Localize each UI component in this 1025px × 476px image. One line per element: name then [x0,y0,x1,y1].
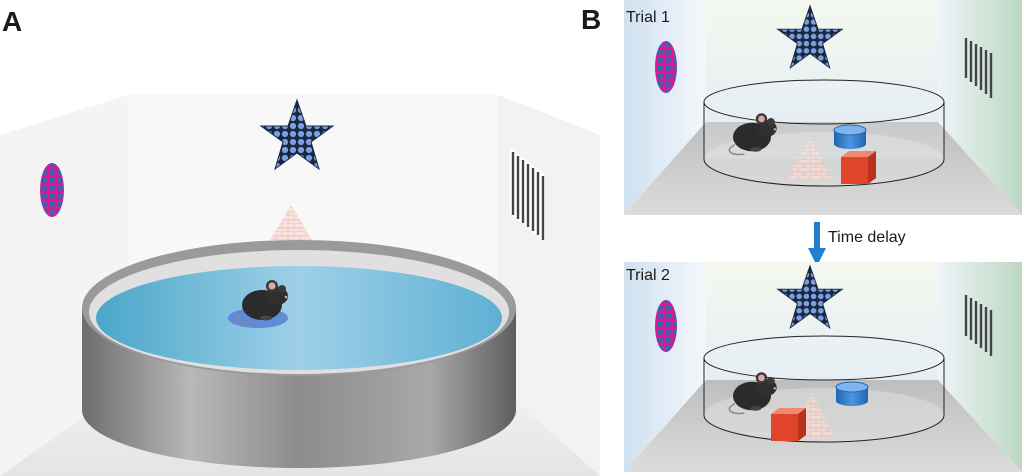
time-delay-label: Time delay [828,229,906,246]
panel-b-trial-1: B Trial 1 [581,0,1022,215]
trial-2-arena-rim [703,335,945,381]
trial-1-magenta-cue-icon [655,41,677,93]
trial-1-arena-rim [703,79,945,125]
trial-1-brick-cue-icon [788,135,832,180]
panel-b-label: B [581,4,601,35]
trial-1-red-object-icon [841,151,876,184]
trial-2-grating-cue-icon [964,295,993,356]
trial-1-blue-object-icon [833,124,867,149]
trial-1-label: Trial 1 [626,9,670,26]
trial-2-red-object-icon [771,408,806,441]
trial-1-grating-cue-icon [964,38,993,98]
pool-water [96,266,502,370]
trial-2-magenta-cue-icon [655,300,677,352]
trial-2-blue-object-icon [835,381,869,406]
time-delay-arrow [808,222,826,266]
magenta-oval-cue-icon [40,163,64,217]
arrow-down-icon [808,248,826,266]
brick-pyramid-cue-icon [270,205,312,240]
striped-grating-cue-icon [510,148,545,242]
panel-b-trial-2: Trial 2 [624,262,1022,472]
panel-a: A [0,6,600,476]
panel-a-label: A [2,6,22,37]
trial-2-label: Trial 2 [626,267,670,284]
